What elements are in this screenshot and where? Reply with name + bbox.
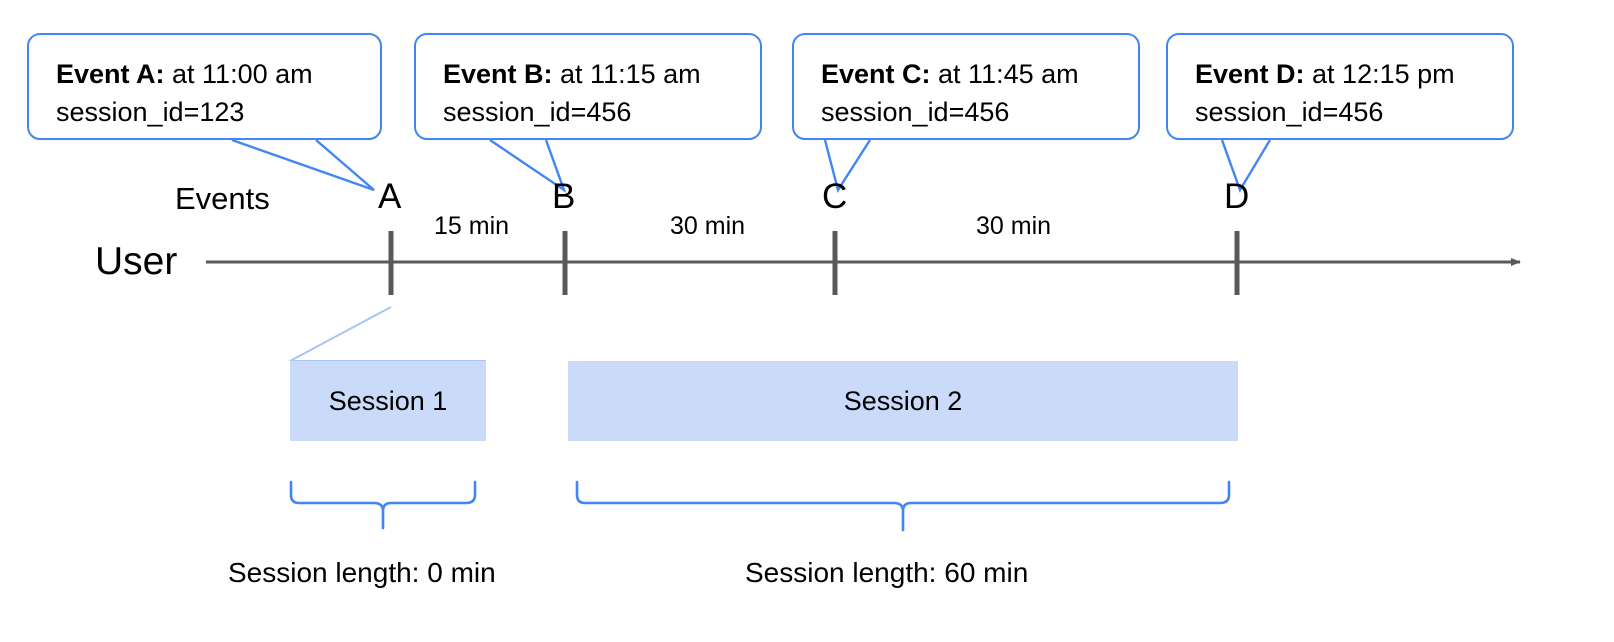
callout-c-line1: Event C: at 11:45 am <box>821 55 1138 93</box>
event-letter-b: B <box>552 177 576 216</box>
callout-b-line1: Event B: at 11:15 am <box>443 55 760 93</box>
callout-event-d: Event D: at 12:15 pm session_id=456 <box>1166 33 1514 140</box>
callout-d-session: session_id=456 <box>1195 97 1384 128</box>
callout-a-label: Event A: <box>56 59 165 89</box>
callout-event-a: Event A: at 11:00 am session_id=123 <box>27 33 382 140</box>
gap-label-c-d: 30 min <box>976 212 1052 240</box>
callout-a-line1: Event A: at 11:00 am <box>56 55 380 93</box>
brace-session-2 <box>575 480 1231 532</box>
gap-label-a-b: 15 min <box>434 212 510 240</box>
session-bar-2: Session 2 <box>568 361 1238 441</box>
event-letter-c: C <box>822 177 848 216</box>
callout-c-time: at 11:45 am <box>930 59 1079 89</box>
event-letter-a: A <box>378 177 402 216</box>
callout-a-time: at 11:00 am <box>164 59 313 89</box>
callout-tail-b <box>489 139 567 194</box>
session-length-label-1: Session length: 0 min <box>228 557 496 588</box>
session1-connector <box>289 306 486 362</box>
session-bar-1-label: Session 1 <box>328 385 448 416</box>
row-label-user: User <box>95 240 178 283</box>
callout-b-label: Event B: <box>443 59 553 89</box>
callout-c-label: Event C: <box>821 59 931 89</box>
callout-event-b: Event B: at 11:15 am session_id=456 <box>414 33 762 140</box>
event-letter-d: D <box>1224 177 1250 216</box>
callout-tail-d <box>1220 139 1272 193</box>
callout-d-line1: Event D: at 12:15 pm <box>1195 55 1512 93</box>
session-length-label-2: Session length: 60 min <box>745 557 1029 588</box>
callout-tail-a <box>231 138 375 192</box>
session-bar-1: Session 1 <box>290 361 486 441</box>
callout-d-time: at 12:15 pm <box>1304 59 1455 89</box>
session-bar-2-label: Session 2 <box>843 385 963 416</box>
callout-event-c: Event C: at 11:45 am session_id=456 <box>792 33 1140 140</box>
callout-c-session: session_id=456 <box>821 97 1010 128</box>
row-label-events: Events <box>175 181 270 216</box>
gap-label-b-c: 30 min <box>670 212 746 240</box>
callout-a-session: session_id=123 <box>56 97 245 128</box>
callout-tail-c <box>823 139 872 193</box>
callout-b-session: session_id=456 <box>443 97 632 128</box>
callout-b-time: at 11:15 am <box>552 59 701 89</box>
brace-session-1 <box>289 480 477 530</box>
callout-d-label: Event D: <box>1195 59 1305 89</box>
